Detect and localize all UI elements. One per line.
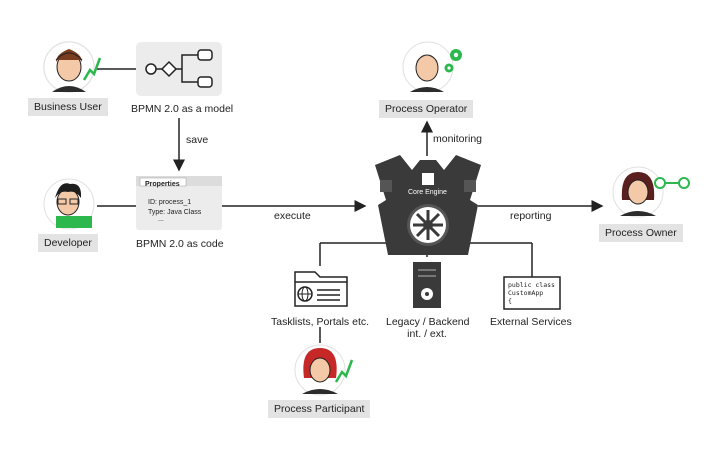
connection-icon xyxy=(654,177,690,189)
save-label: save xyxy=(186,134,209,146)
code-line-1: public class xyxy=(508,281,555,289)
properties-title: Properties xyxy=(145,181,180,188)
code-line-3: { xyxy=(508,297,512,305)
bpmn-model-label: BPMN 2.0 as a model xyxy=(131,103,234,115)
core-engine-icon xyxy=(375,155,481,255)
legacy-label-line2: int. / ext. xyxy=(407,328,447,340)
process-operator-avatar xyxy=(402,41,462,93)
developer-avatar xyxy=(43,178,95,230)
core-engine-label: Core Engine xyxy=(408,189,447,196)
gear-icon xyxy=(444,49,462,73)
bpmn-code-card xyxy=(136,176,222,230)
properties-type: Type: Java Class xyxy=(148,209,202,216)
process-owner-avatar xyxy=(612,166,690,218)
external-services-label: External Services xyxy=(490,316,572,328)
process-operator-label: Process Operator xyxy=(379,100,474,118)
reporting-label: reporting xyxy=(510,210,552,222)
growth-arrow-icon xyxy=(334,359,354,383)
bpmn-model-icon xyxy=(136,42,222,96)
business-user-label: Business User xyxy=(28,98,108,116)
tasklists-label: Tasklists, Portals etc. xyxy=(271,316,370,328)
code-line-2: CustomApp xyxy=(508,289,544,297)
properties-id: ID: process_1 xyxy=(148,199,192,206)
legacy-label-line1: Legacy / Backend xyxy=(386,316,470,328)
bpmn-code-label: BPMN 2.0 as code xyxy=(136,238,224,250)
process-owner-label: Process Owner xyxy=(599,224,683,242)
developer-label: Developer xyxy=(38,234,98,252)
business-user-avatar xyxy=(43,41,102,93)
process-participant-avatar xyxy=(294,344,354,396)
process-participant-label: Process Participant xyxy=(268,400,371,418)
monitoring-label: monitoring xyxy=(433,133,483,145)
laptop-icon xyxy=(56,216,92,228)
tasklist-portal-icon xyxy=(294,271,348,307)
properties-more: ... xyxy=(158,216,164,223)
code-window-icon xyxy=(503,276,561,310)
execute-label: execute xyxy=(274,210,311,222)
growth-arrow-icon xyxy=(82,57,102,81)
server-icon xyxy=(413,262,441,308)
